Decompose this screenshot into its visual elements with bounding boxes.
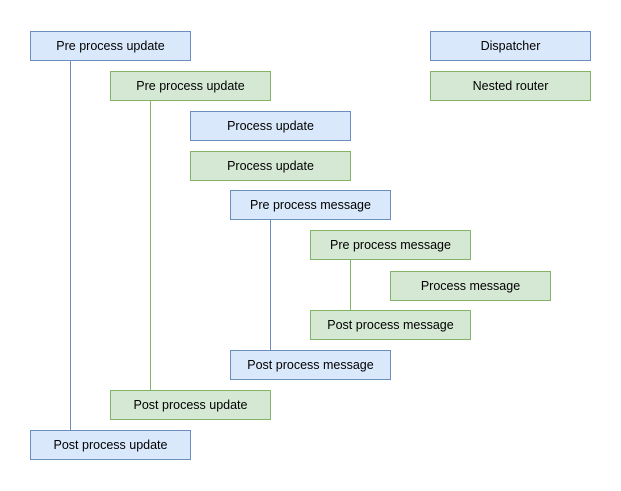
connector-line-blue-3: [270, 219, 271, 350]
node-label: Nested router: [472, 78, 549, 93]
node-post-process-update-green[interactable]: Post process update: [110, 390, 271, 420]
node-label: Post process update: [133, 397, 248, 412]
connector-line-blue-1: [70, 60, 71, 430]
node-label: Post process update: [53, 437, 168, 452]
node-post-process-message-blue[interactable]: Post process message: [230, 350, 391, 380]
connector-line-green-4: [350, 259, 351, 310]
node-label: Process update: [227, 158, 314, 173]
node-dispatcher-blue[interactable]: Dispatcher: [430, 31, 591, 61]
node-process-update-blue[interactable]: Process update: [190, 111, 351, 141]
node-pre-process-update-blue[interactable]: Pre process update: [30, 31, 191, 61]
node-label: Post process message: [247, 357, 374, 372]
node-pre-process-message-blue[interactable]: Pre process message: [230, 190, 391, 220]
node-label: Pre process message: [250, 197, 371, 212]
node-process-message-green[interactable]: Process message: [390, 271, 551, 301]
node-process-update-green[interactable]: Process update: [190, 151, 351, 181]
node-label: Pre process message: [330, 237, 451, 252]
node-pre-process-update-green[interactable]: Pre process update: [110, 71, 271, 101]
node-label: Pre process update: [136, 78, 245, 93]
node-label: Dispatcher: [480, 38, 541, 53]
node-label: Process message: [420, 278, 521, 293]
connector-line-green-2: [150, 100, 151, 390]
node-nested-router-green[interactable]: Nested router: [430, 71, 591, 101]
node-label: Post process message: [327, 317, 454, 332]
node-post-process-update-blue[interactable]: Post process update: [30, 430, 191, 460]
node-post-process-message-green[interactable]: Post process message: [310, 310, 471, 340]
node-label: Process update: [227, 118, 314, 133]
node-label: Pre process update: [56, 38, 165, 53]
node-pre-process-message-green[interactable]: Pre process message: [310, 230, 471, 260]
